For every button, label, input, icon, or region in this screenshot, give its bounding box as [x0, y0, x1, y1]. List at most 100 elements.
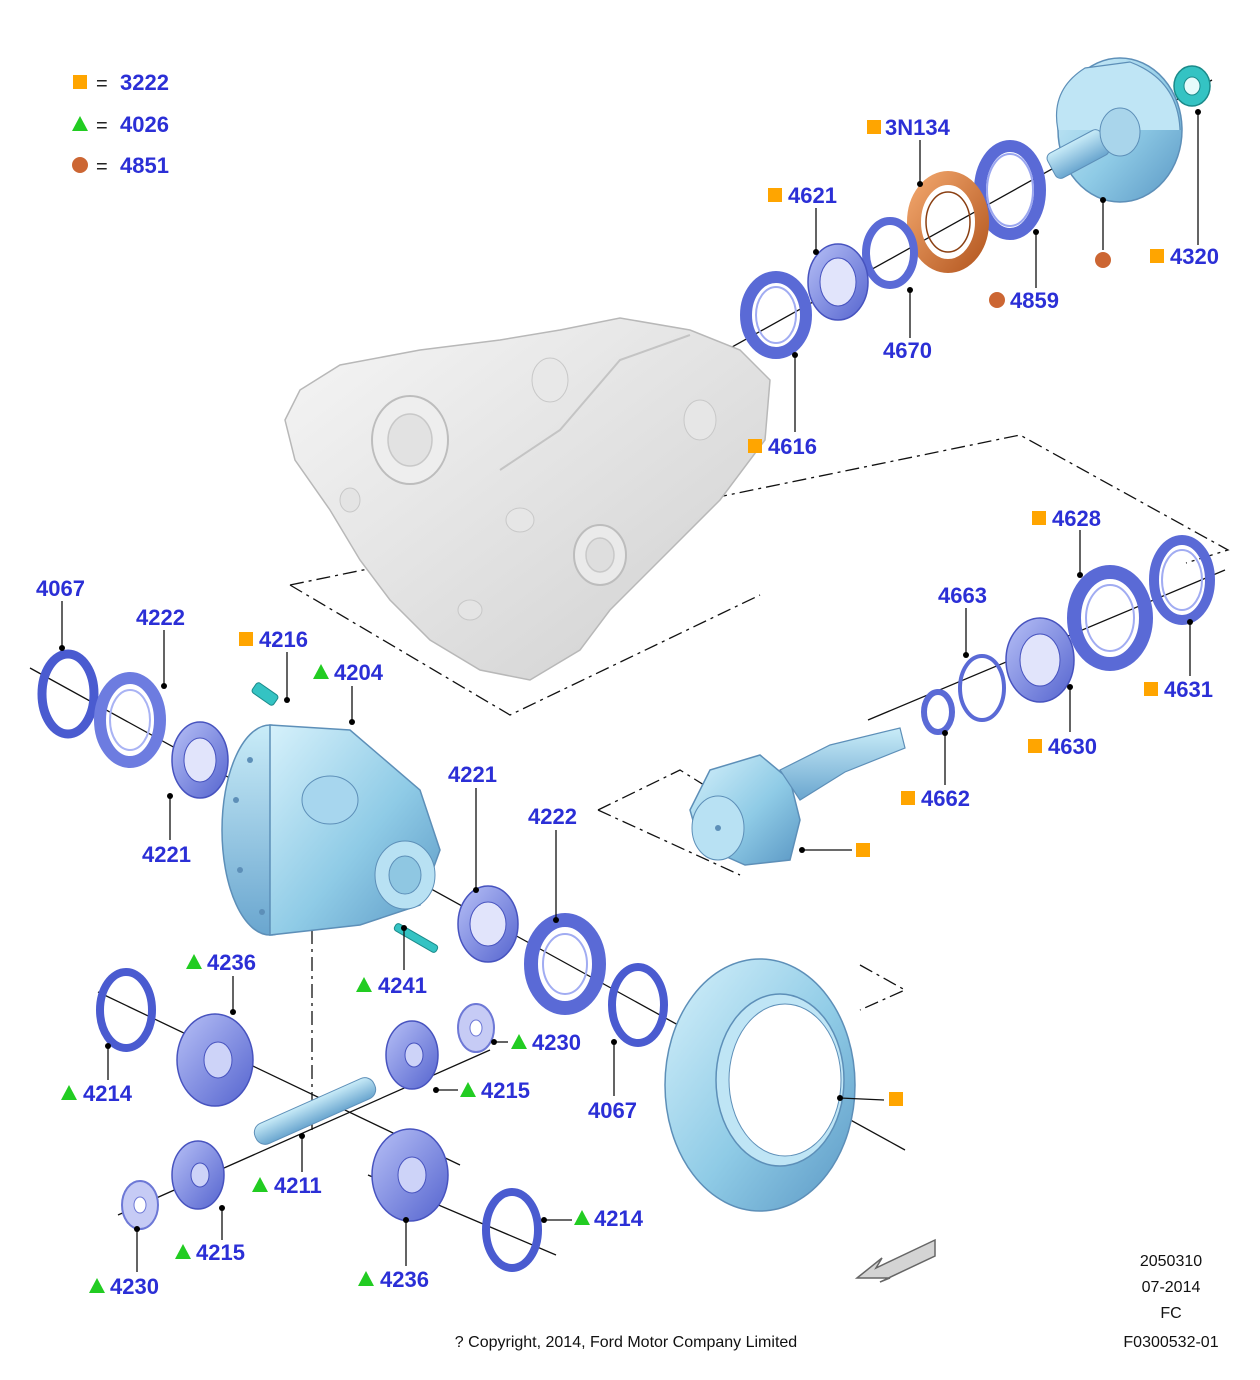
- callout-labels: 3N134 4621 4320 4859 4670 4616 4628 4663…: [36, 115, 1219, 1299]
- callout-4631: 4631: [1164, 677, 1213, 702]
- shim-4067-left: [37, 649, 99, 739]
- legend: = 3222 = 4026 = 4851: [72, 70, 169, 178]
- square-marker-icon: [768, 188, 782, 202]
- illustration-date: 07-2014: [1142, 1279, 1201, 1296]
- callout-4621: 4621: [788, 183, 837, 208]
- callout-4230-upper: 4230: [532, 1030, 581, 1055]
- bearing-cup-4616: [740, 271, 812, 359]
- bearing-4630: [1005, 617, 1075, 703]
- legend-eq: =: [96, 115, 108, 137]
- callout-4616: 4616: [768, 434, 817, 459]
- triangle-marker-icon: [356, 977, 372, 992]
- illustration-code: 2050310: [1140, 1253, 1202, 1270]
- thrust-washer-4214-lower: [482, 1188, 542, 1272]
- triangle-marker-icon: [252, 1177, 268, 1192]
- figure-reference: F0300532-01: [1123, 1334, 1218, 1351]
- callout-4241: 4241: [378, 973, 427, 998]
- callout-4630: 4630: [1048, 734, 1097, 759]
- square-marker-icon: [748, 439, 762, 453]
- shim-4663: [958, 654, 1006, 722]
- ring-gear: [664, 958, 856, 1212]
- flange-nut: [1173, 65, 1211, 107]
- square-marker-icon: [239, 632, 253, 646]
- bearing-cup-4628: [1067, 565, 1153, 671]
- seal-4631: [1149, 535, 1215, 625]
- callout-4214-lower: 4214: [594, 1206, 644, 1231]
- legend-eq: =: [96, 73, 108, 95]
- side-gear-4236-upper: [176, 1013, 254, 1107]
- callout-4236-upper: 4236: [207, 950, 256, 975]
- legend-code-circle: 4851: [120, 153, 169, 178]
- callout-4320: 4320: [1170, 244, 1219, 269]
- callout-4236-lower: 4236: [380, 1267, 429, 1292]
- callout-4859: 4859: [1010, 288, 1059, 313]
- triangle-marker-icon: [186, 954, 202, 969]
- footer: 2050310 07-2014 FC ? Copyright, 2014, Fo…: [455, 1253, 1219, 1351]
- bearing-4221-left: [171, 721, 229, 799]
- callout-4067-left: 4067: [36, 576, 85, 601]
- square-marker-icon: [1144, 682, 1158, 696]
- callout-4670: 4670: [883, 338, 932, 363]
- circle-marker-icon: [989, 292, 1005, 308]
- direction-arrow-icon: [854, 1238, 936, 1283]
- pinion-gear-4215-lower: [171, 1140, 225, 1210]
- callout-4216: 4216: [259, 627, 308, 652]
- triangle-marker-icon: [175, 1244, 191, 1259]
- callout-4230-lower: 4230: [110, 1274, 159, 1299]
- rear-output-flange: [1046, 57, 1183, 203]
- triangle-marker-icon: [460, 1082, 476, 1097]
- legend-code-triangle: 4026: [120, 112, 169, 137]
- region-code: FC: [1160, 1305, 1181, 1322]
- bearing-4221-right: [457, 885, 519, 963]
- square-marker-icon: [1150, 249, 1164, 263]
- legend-triangle-icon: [72, 116, 88, 131]
- legend-square-icon: [73, 75, 87, 89]
- callout-4067-right: 4067: [588, 1098, 637, 1123]
- callout-4215-lower: 4215: [196, 1240, 245, 1265]
- pinion-gear: [689, 727, 906, 866]
- cross-shaft-4211: [253, 1077, 377, 1145]
- thrust-washer-4214-upper: [96, 968, 156, 1052]
- triangle-marker-icon: [89, 1278, 105, 1293]
- bearing-cup-4222-right: [524, 913, 606, 1015]
- washer-4662: [921, 689, 955, 735]
- callout-4222-right: 4222: [528, 804, 577, 829]
- callout-4222-left: 4222: [136, 605, 185, 630]
- thrust-washer-4230-upper: [457, 1003, 495, 1053]
- legend-eq: =: [96, 156, 108, 178]
- triangle-marker-icon: [61, 1085, 77, 1100]
- copyright-text: ? Copyright, 2014, Ford Motor Company Li…: [455, 1334, 797, 1351]
- pin-4241: [393, 923, 439, 953]
- triangle-marker-icon: [511, 1034, 527, 1049]
- square-marker-icon: [1032, 511, 1046, 525]
- transfer-case-housing: [284, 317, 771, 681]
- callout-4628: 4628: [1052, 506, 1101, 531]
- oil-seal-4859: [974, 140, 1046, 240]
- legend-circle-icon: [72, 157, 88, 173]
- legend-code-square: 3222: [120, 70, 169, 95]
- square-marker-icon: [901, 791, 915, 805]
- triangle-marker-icon: [313, 664, 329, 679]
- callout-3n134: 3N134: [885, 115, 951, 140]
- seal-3n134: [907, 171, 989, 273]
- square-marker-icon: [889, 1092, 903, 1106]
- triangle-marker-icon: [358, 1271, 374, 1286]
- pinion-gear-4215-upper: [385, 1020, 439, 1090]
- thrust-washer-4230-lower: [121, 1180, 159, 1230]
- callout-4221-left: 4221: [142, 842, 191, 867]
- spacer-4670: [862, 217, 918, 289]
- square-marker-icon: [856, 843, 870, 857]
- bolt-4216: [251, 682, 279, 706]
- differential-case: [221, 724, 441, 936]
- triangle-marker-icon: [574, 1210, 590, 1225]
- callout-4663: 4663: [938, 583, 987, 608]
- square-marker-icon: [867, 120, 881, 134]
- callout-4662: 4662: [921, 786, 970, 811]
- callout-4211: 4211: [274, 1173, 322, 1198]
- callout-markers: [61, 120, 1164, 1293]
- callout-4204: 4204: [334, 660, 384, 685]
- shim-4067-right: [608, 963, 668, 1047]
- callout-4221-right: 4221: [448, 762, 497, 787]
- leader-lines: [59, 109, 1201, 1272]
